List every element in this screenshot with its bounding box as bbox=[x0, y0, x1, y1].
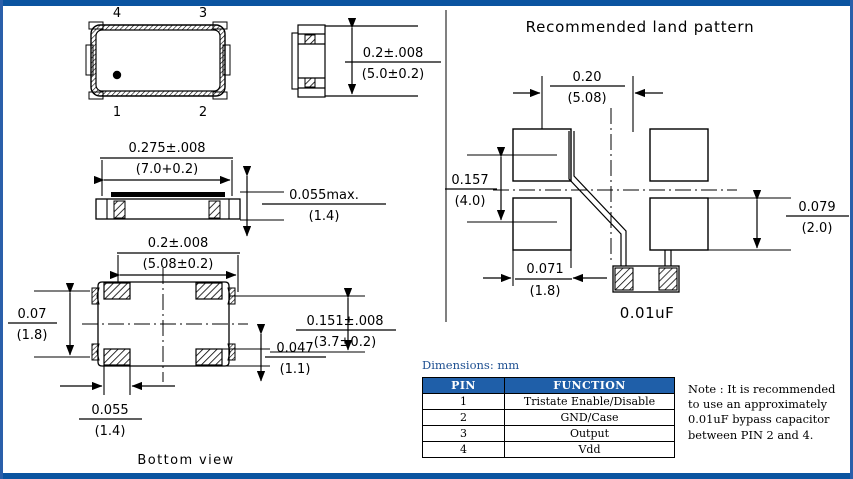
bottom-view-pad-width-top: 0.055 bbox=[91, 403, 128, 418]
top-view-pin-4-label: 4 bbox=[113, 6, 121, 21]
capacitor-value-label: 0.01uF bbox=[620, 304, 675, 322]
land-pad-bottom-left bbox=[512, 197, 572, 251]
land-pad-top-right bbox=[649, 128, 709, 182]
bottom-view-pad-width-bottom: (1.4) bbox=[95, 424, 126, 439]
right-panel-land-pattern: Recommended land pattern 0.20 (5.08) 0.0… bbox=[445, 18, 849, 322]
side-view-length-dim-bottom: (7.0+0.2) bbox=[136, 162, 198, 177]
land-pitch-y-top: 0.157 bbox=[451, 173, 488, 188]
land-pattern-title: Recommended land pattern bbox=[526, 18, 755, 36]
land-pad-width-top: 0.071 bbox=[526, 262, 563, 277]
side-view-package: 0.275±.008 (7.0+0.2) 0.055max. (1.4) bbox=[93, 141, 386, 237]
bottom-view-pitch-y-bottom: (1.8) bbox=[17, 328, 48, 343]
cell-pin: 1 bbox=[422, 393, 505, 410]
frame-top-border bbox=[0, 0, 853, 6]
bottom-view-pitch-x-bottom: (5.08±0.2) bbox=[143, 257, 214, 272]
end-view-width-dim-bottom: (5.0±0.2) bbox=[362, 67, 424, 82]
frame-left-border bbox=[0, 0, 3, 479]
cell-function: GND/Case bbox=[504, 409, 675, 426]
side-view-length-dim-top: 0.275±.008 bbox=[128, 141, 205, 156]
note-line: 0.01uF bypass capacitor bbox=[688, 412, 830, 427]
frame-right-border bbox=[850, 0, 853, 479]
cell-pin: 3 bbox=[422, 425, 505, 442]
top-view-pin-2-label: 2 bbox=[199, 105, 207, 120]
table-row: 1 Tristate Enable/Disable bbox=[422, 393, 675, 410]
land-pad-bottom-right bbox=[649, 197, 709, 251]
panel-divider bbox=[445, 10, 447, 322]
frame-bottom-border bbox=[0, 473, 853, 479]
land-pitch-x-top: 0.20 bbox=[573, 70, 602, 85]
side-view-height-dim-bottom: (1.4) bbox=[309, 209, 340, 224]
note-line: Note : It is recommended bbox=[688, 382, 836, 396]
application-note: Note : It is recommended to use an appro… bbox=[688, 382, 840, 443]
cell-function: Tristate Enable/Disable bbox=[504, 393, 675, 410]
cell-pin: 4 bbox=[422, 441, 505, 458]
bottom-view-pad-height-bottom: (1.1) bbox=[280, 362, 311, 377]
top-view-pin-1-label: 1 bbox=[113, 105, 121, 120]
note-line: to use an approximately bbox=[688, 397, 828, 412]
bottom-view-pitch-x-top: 0.2±.008 bbox=[148, 236, 209, 251]
column-header-pin: PIN bbox=[422, 377, 505, 394]
table-row: 4 Vdd bbox=[422, 441, 675, 458]
bottom-view-body-width-top: 0.151±.008 bbox=[306, 314, 383, 329]
pin-function-table: PIN FUNCTION 1 Tristate Enable/Disable 2… bbox=[422, 377, 675, 458]
capacitor-terminal-left bbox=[614, 267, 634, 291]
capacitor-terminal-right bbox=[658, 267, 678, 291]
bottom-view-pad-height-top: 0.047 bbox=[276, 341, 313, 356]
bottom-view-package: 0.2±.008 (5.08±0.2) 0.07 bbox=[8, 236, 396, 468]
land-pad-width-bottom: (1.8) bbox=[530, 284, 561, 299]
note-line: between PIN 2 and 4. bbox=[688, 427, 814, 442]
bottom-view-body-width-bottom: (3.7±0.2) bbox=[314, 335, 376, 350]
land-pitch-y-bottom: (4.0) bbox=[455, 194, 486, 209]
cell-function: Output bbox=[504, 425, 675, 442]
bottom-view-pitch-y-top: 0.07 bbox=[18, 307, 47, 322]
end-view-package: 0.2±.008 (5.0±0.2) bbox=[291, 17, 441, 98]
top-view-package: 4 3 1 2 bbox=[85, 6, 231, 120]
left-panel-drawings: 4 3 1 2 0.2±.008 (5.0±0.2) 0.275±. bbox=[8, 6, 441, 468]
dimensions-unit-label: Dimensions: mm bbox=[422, 358, 520, 372]
cell-function: Vdd bbox=[504, 441, 675, 458]
bottom-view-label: Bottom view bbox=[137, 453, 234, 468]
land-pad-height-bottom: (2.0) bbox=[802, 221, 833, 236]
end-view-width-dim-top: 0.2±.008 bbox=[363, 46, 424, 61]
table-row: 3 Output bbox=[422, 425, 675, 442]
side-view-height-dim-top: 0.055max. bbox=[289, 188, 359, 203]
land-pad-height-top: 0.079 bbox=[798, 200, 835, 215]
cell-pin: 2 bbox=[422, 409, 505, 426]
pin1-index-dot bbox=[112, 70, 122, 80]
top-view-pin-3-label: 3 bbox=[199, 6, 207, 21]
column-header-function: FUNCTION bbox=[504, 377, 675, 394]
land-pitch-x-bottom: (5.08) bbox=[567, 91, 606, 106]
table-header-row: PIN FUNCTION bbox=[422, 377, 675, 394]
table-row: 2 GND/Case bbox=[422, 409, 675, 426]
